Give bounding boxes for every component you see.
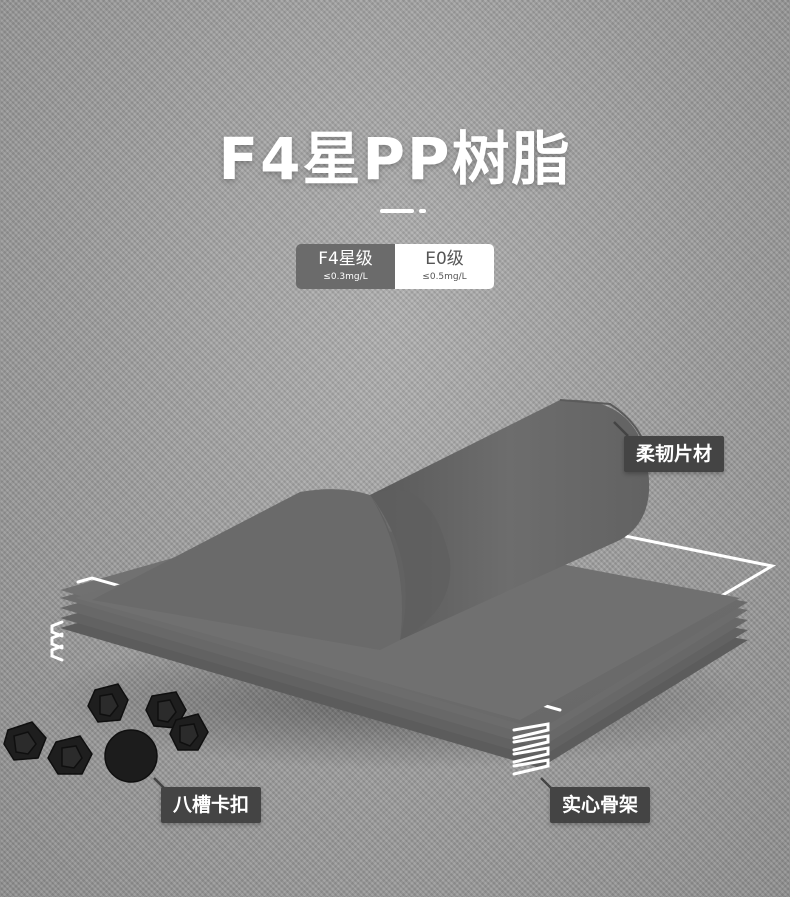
clip-5 bbox=[47, 735, 93, 775]
clip-2 bbox=[145, 691, 187, 729]
badge-f4-title: F4星级 bbox=[318, 249, 373, 269]
label-flexible-sheet: 柔韧片材 bbox=[624, 436, 725, 472]
badge-e0: E0级 ≤0.5mg/L bbox=[395, 244, 494, 289]
badge-f4-value: ≤0.3mg/L bbox=[323, 272, 368, 282]
clip-1 bbox=[87, 683, 129, 723]
clip-3 bbox=[169, 713, 209, 751]
frame-front bbox=[512, 722, 550, 776]
clip-4 bbox=[3, 721, 47, 761]
divider-bar bbox=[380, 209, 414, 213]
divider-dot bbox=[419, 209, 426, 213]
badge-e0-value: ≤0.5mg/L bbox=[422, 272, 467, 282]
label-eight-slot-clip: 八槽卡扣 bbox=[161, 787, 262, 823]
curled-sheet bbox=[92, 399, 650, 650]
page-title: F4星PP树脂 bbox=[218, 125, 572, 193]
badge-f4: F4星级 ≤0.3mg/L bbox=[296, 244, 395, 289]
grade-badge: F4星级 ≤0.3mg/L E0级 ≤0.5mg/L bbox=[296, 244, 494, 289]
badge-e0-title: E0级 bbox=[425, 249, 464, 269]
clip-6 bbox=[104, 729, 158, 783]
label-solid-frame: 实心骨架 bbox=[550, 787, 651, 823]
clip-connectors bbox=[3, 683, 209, 783]
